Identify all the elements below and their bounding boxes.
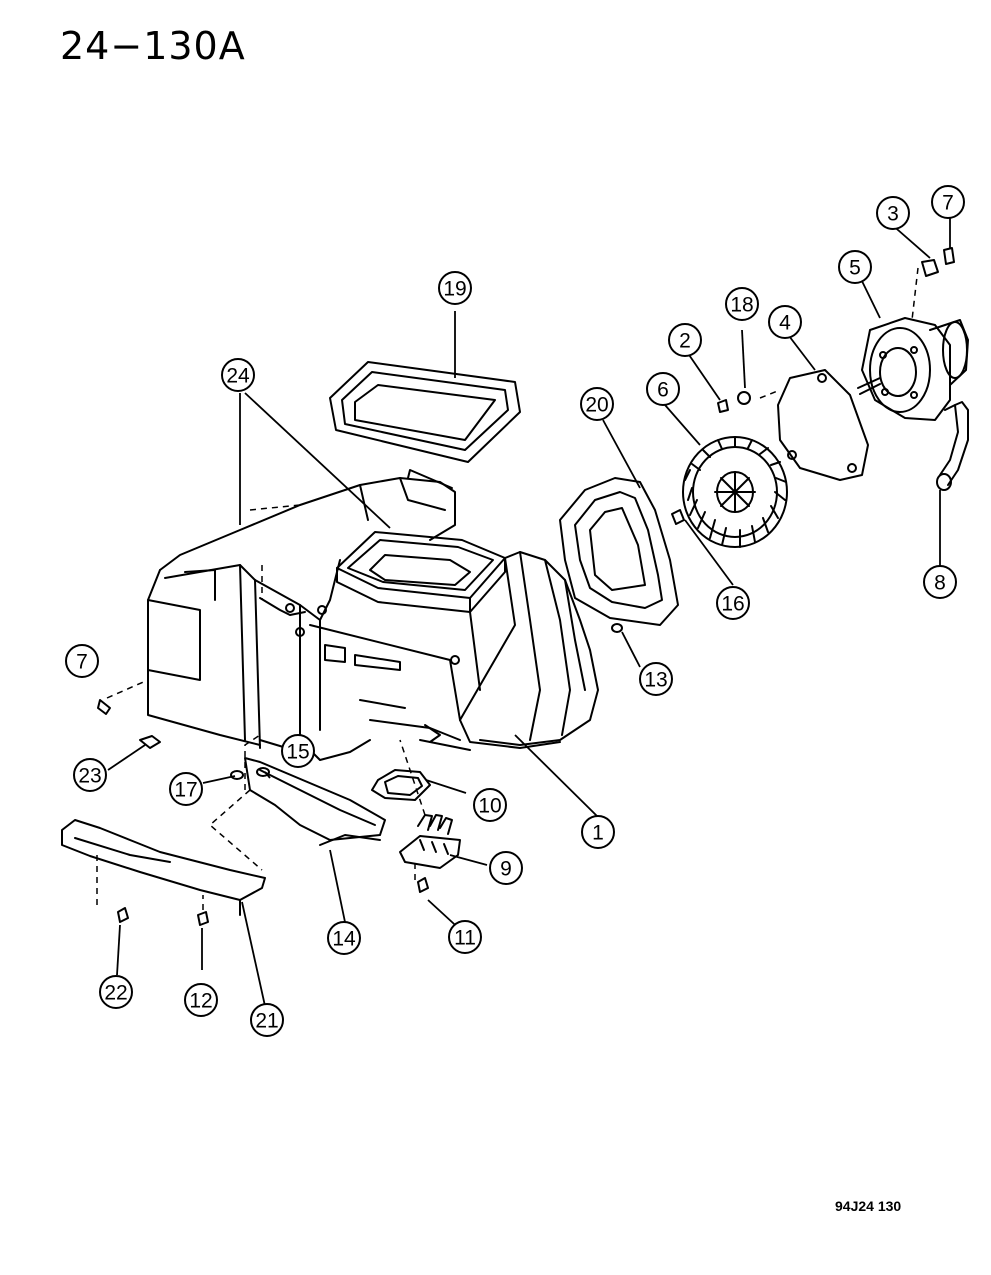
callout-19-number: 19 <box>443 278 466 301</box>
callout-1-number: 1 <box>592 822 604 845</box>
callout-10-number: 10 <box>478 795 501 818</box>
callout-21-number: 21 <box>255 1010 278 1033</box>
callout-22[interactable] <box>99 975 133 1009</box>
blower-wheel-6 <box>682 436 788 548</box>
callout-4-number: 4 <box>779 312 791 335</box>
cover-14 <box>244 757 386 846</box>
callout-2[interactable] <box>668 323 702 357</box>
callout-24[interactable] <box>221 358 255 392</box>
housing-center-section <box>254 559 471 761</box>
callout-16-number: 16 <box>721 593 744 616</box>
bracket-21 <box>61 819 266 916</box>
callout-4[interactable] <box>768 305 802 339</box>
callout-15[interactable] <box>281 734 315 768</box>
callout-11[interactable] <box>448 920 482 954</box>
callout-8-number: 8 <box>934 572 946 595</box>
callout-7-top[interactable] <box>931 185 965 219</box>
callout-8[interactable] <box>923 565 957 599</box>
seal-20-ring <box>559 477 679 626</box>
callout-6[interactable] <box>646 372 680 406</box>
callout-6-number: 6 <box>657 379 669 402</box>
callout-17[interactable] <box>169 772 203 806</box>
callout-7-left[interactable] <box>65 644 99 678</box>
seal-10 <box>371 769 431 801</box>
callout-17-number: 17 <box>174 779 197 802</box>
callout-11-number: 11 <box>454 927 476 950</box>
callout-circles <box>65 185 965 1037</box>
drawing-code: 94J24 130 <box>835 1198 902 1214</box>
callout-1[interactable] <box>581 815 615 849</box>
callout-20[interactable] <box>580 387 614 421</box>
alignment-lines <box>96 267 919 910</box>
callout-5-number: 5 <box>849 257 861 280</box>
callout-13-number: 13 <box>644 669 667 692</box>
callout-18[interactable] <box>725 287 759 321</box>
blower-motor-5 <box>857 317 969 421</box>
callout-15-number: 15 <box>286 741 309 764</box>
callout-7-top-number: 7 <box>942 192 954 215</box>
callout-14[interactable] <box>327 921 361 955</box>
callout-3-number: 3 <box>887 203 899 226</box>
callout-12-number: 12 <box>189 990 212 1013</box>
callout-18-number: 18 <box>730 294 753 317</box>
callout-7-left-number: 7 <box>76 651 88 674</box>
callout-19[interactable] <box>438 271 472 305</box>
resistor-9 <box>399 814 461 869</box>
callout-16[interactable] <box>716 586 750 620</box>
callout-22-number: 22 <box>104 982 127 1005</box>
page-title: 24−130A <box>60 24 246 68</box>
housing-left-section <box>147 469 456 749</box>
housing-inlet <box>336 531 516 721</box>
callout-23[interactable] <box>73 758 107 792</box>
callout-13[interactable] <box>639 662 673 696</box>
callout-5[interactable] <box>838 250 872 284</box>
hose-8 <box>936 401 969 491</box>
seal-19-frame <box>329 361 521 463</box>
callout-9-number: 9 <box>500 858 512 881</box>
callout-23-number: 23 <box>78 765 101 788</box>
fasteners <box>97 247 955 926</box>
callout-10[interactable] <box>473 788 507 822</box>
gasket-4 <box>777 369 869 481</box>
callout-21[interactable] <box>250 1003 284 1037</box>
callout-24-number: 24 <box>226 365 250 388</box>
callout-3[interactable] <box>876 196 910 230</box>
callout-2-number: 2 <box>679 330 691 353</box>
callout-12[interactable] <box>184 983 218 1017</box>
blower-scroll <box>424 551 599 749</box>
callout-9[interactable] <box>489 851 523 885</box>
callout-14-number: 14 <box>332 928 356 951</box>
callout-20-number: 20 <box>585 394 608 417</box>
